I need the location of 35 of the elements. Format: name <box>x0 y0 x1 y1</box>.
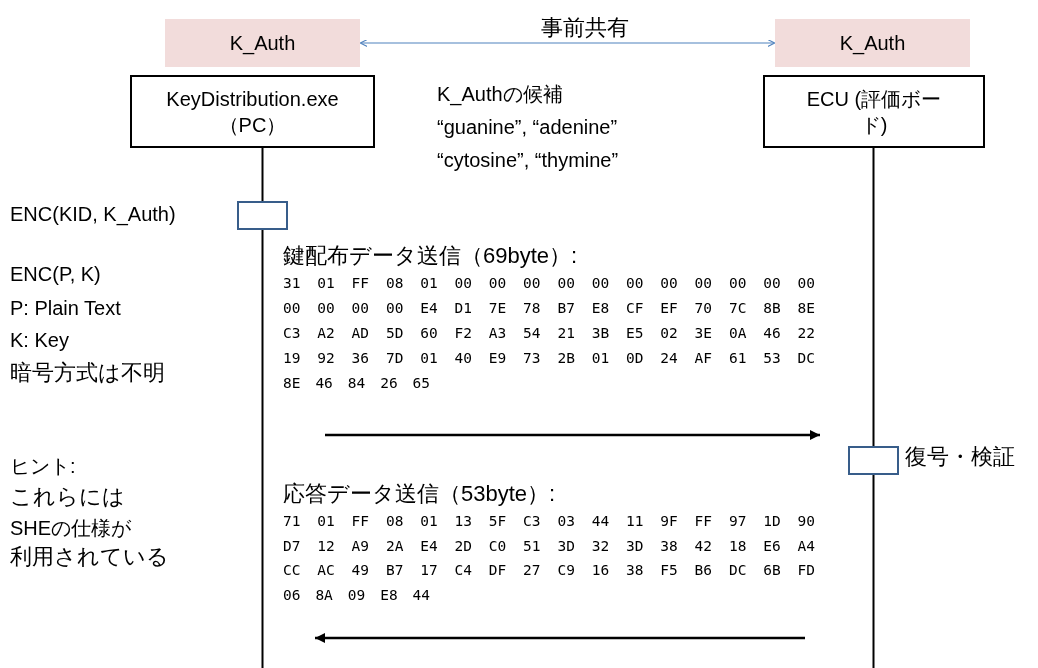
participant-box: KeyDistribution.exe （PC） <box>130 75 375 148</box>
lifeline <box>261 147 264 202</box>
note-text: K: Key <box>10 328 69 352</box>
note-text: P: Plain Text <box>10 296 121 320</box>
step-caption: ENC(KID, K_Auth) <box>10 203 176 226</box>
participant-box: ECU (評価ボード) <box>763 75 985 148</box>
key-label: K_Auth <box>775 19 970 67</box>
hex-data: C3 A2 AD 5D 60 F2 A3 54 21 3B E5 02 3E 0A 46 22 <box>283 325 815 343</box>
hex-data: 71 01 FF 08 01 13 5F C3 03 44 11 9F FF 97 1D 90 <box>283 513 815 531</box>
activation-box <box>237 201 288 230</box>
note-text: 暗号方式は不明 <box>10 360 165 387</box>
hex-data: CC AC 49 B7 17 C4 DF 27 C9 16 38 F5 B6 DC 6B FD <box>283 562 815 580</box>
double-arrow <box>359 39 776 48</box>
message-heading: 応答データ送信（53byte）: <box>283 481 556 508</box>
hex-data: 06 8A 09 E8 44 <box>283 587 431 605</box>
hex-data: 31 01 FF 08 01 00 00 00 00 00 00 00 00 00 00 00 <box>283 275 815 293</box>
hex-data: D7 12 A9 2A E4 2D C0 51 3D 32 3D 38 42 18 E6 A4 <box>283 538 815 556</box>
key-label: K_Auth <box>165 19 360 67</box>
lifeline <box>872 474 875 668</box>
note-text: ENC(P, K) <box>10 262 101 286</box>
lifeline <box>872 147 875 447</box>
step-caption: 復号・検証 <box>905 443 1015 471</box>
note-text: “cytosine”, “thymine” <box>437 148 619 172</box>
note-text: これらには <box>10 484 125 511</box>
note-text: ヒント: <box>10 454 76 478</box>
hex-data: 00 00 00 00 E4 D1 7E 78 B7 E8 CF EF 70 7C 8B 8E <box>283 300 815 318</box>
message-heading: 鍵配布データ送信（69byte）: <box>283 243 578 270</box>
lifeline <box>261 229 264 668</box>
hex-data: 19 92 36 7D 01 40 E9 73 2B 01 0D 24 AF 61 53 DC <box>283 350 815 368</box>
note-text: “guanine”, “adenine” <box>437 115 618 139</box>
note-text: 利用されている <box>10 544 169 571</box>
note-text: SHEの仕様が <box>10 516 132 540</box>
hex-data: 8E 46 84 26 65 <box>283 375 431 393</box>
note-text: K_Authの候補 <box>437 82 563 106</box>
activation-box <box>848 446 899 475</box>
